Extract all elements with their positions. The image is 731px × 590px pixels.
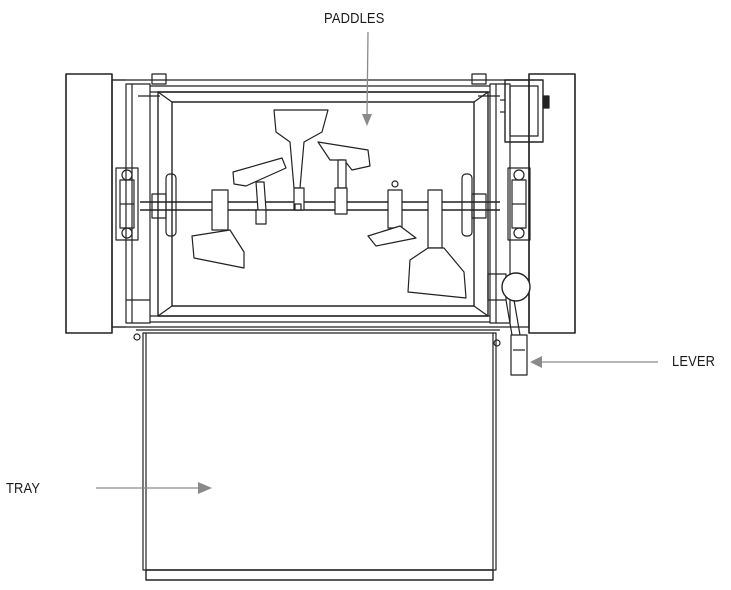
tray <box>133 329 501 581</box>
paddle-shaft <box>140 173 500 237</box>
lever-arrow <box>530 356 658 368</box>
lever-mechanism <box>487 272 531 336</box>
right-bearing <box>507 167 531 241</box>
tray-arrow <box>96 482 212 494</box>
lever-handle <box>510 334 528 376</box>
tray-label: TRAY <box>6 480 41 497</box>
left-side-panel <box>65 73 126 334</box>
paddles-label: PADDLES <box>324 10 385 27</box>
lever-label: LEVER <box>672 353 716 370</box>
paddles <box>191 109 467 299</box>
motor-housing <box>500 79 550 143</box>
callout-arrows <box>96 31 658 494</box>
paddles-arrow <box>362 31 372 126</box>
left-bearing <box>115 167 139 241</box>
right-side-panel <box>528 73 576 334</box>
mixing-bowl <box>157 91 489 317</box>
